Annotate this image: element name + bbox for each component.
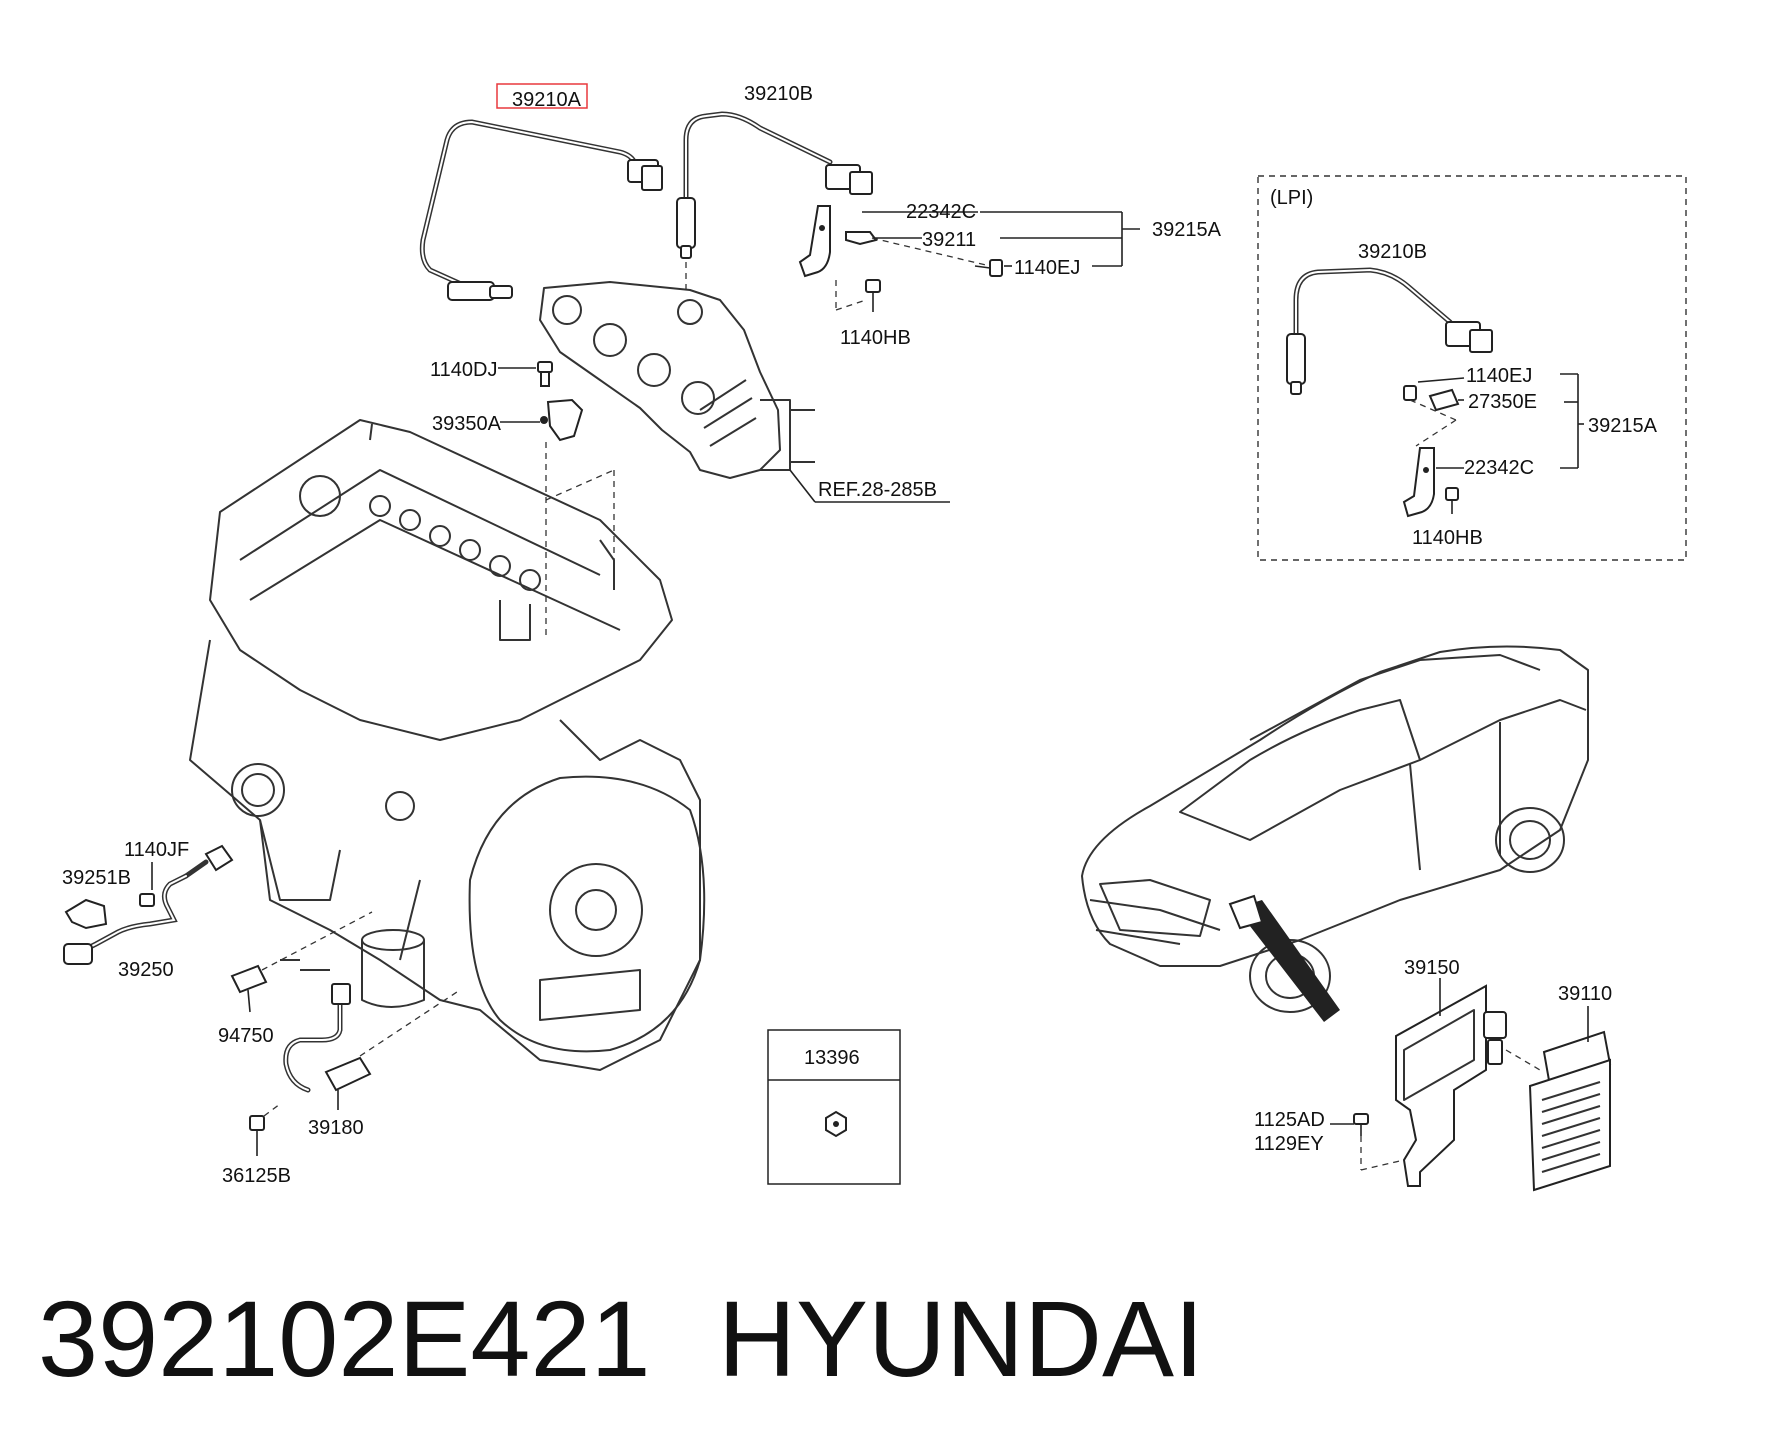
- lpi-label-1140hb[interactable]: 1140HB: [1412, 527, 1483, 549]
- label-36125b[interactable]: 36125B: [222, 1165, 291, 1187]
- label-39215a[interactable]: 39215A: [1152, 219, 1222, 241]
- leader-ecu: [1505, 1049, 1541, 1071]
- label-39180[interactable]: 39180: [308, 1117, 364, 1139]
- lpi-clip-27350e[interactable]: [1428, 388, 1460, 412]
- label-1140hb[interactable]: 1140HB: [840, 327, 911, 349]
- brand-name: HYUNDAI: [718, 1278, 1205, 1399]
- label-1140dj[interactable]: 1140DJ: [430, 359, 497, 381]
- label-ref[interactable]: REF.28-285B: [818, 479, 937, 501]
- label-39251b[interactable]: 39251B: [62, 867, 131, 889]
- ecu-connector[interactable]: [1483, 1011, 1507, 1065]
- oxygen-sensor-39210b[interactable]: [676, 111, 873, 259]
- lpi-bracket-22342c[interactable]: [1402, 447, 1435, 518]
- bracket-22342c[interactable]: [798, 205, 831, 278]
- label-1140jf[interactable]: 1140JF: [124, 839, 189, 861]
- part-number: 392102E421: [38, 1278, 651, 1399]
- lpi-label-1140ej[interactable]: 1140EJ: [1466, 365, 1532, 387]
- callout-ref: [789, 469, 816, 503]
- wire-harness-39250[interactable]: [63, 873, 189, 965]
- clip-39211[interactable]: [845, 231, 878, 246]
- lpi-section: [1257, 175, 1687, 561]
- lpi-bolt-1140hb[interactable]: [1445, 487, 1459, 514]
- leader-bracket-b: [835, 299, 867, 311]
- label-39350a[interactable]: 39350A: [432, 413, 502, 435]
- label-1129ey[interactable]: 1129EY: [1254, 1133, 1324, 1155]
- lpi-label-22342c[interactable]: 22342C: [1464, 457, 1534, 479]
- car-illustration: [1081, 645, 1589, 1022]
- ecu-bracket-39150[interactable]: [1395, 984, 1487, 1187]
- bracket-39251b[interactable]: [64, 898, 108, 930]
- lpi-bolt-1140ej[interactable]: [1403, 385, 1417, 401]
- ecu-module-39110[interactable]: [1528, 1030, 1612, 1192]
- label-94750[interactable]: 94750: [218, 1025, 274, 1047]
- sensor-1140jf[interactable]: [183, 844, 234, 879]
- label-39250[interactable]: 39250: [118, 959, 174, 981]
- engine-block: [189, 419, 706, 1071]
- map-sensor-39350a[interactable]: [540, 398, 584, 442]
- part-box-13396[interactable]: [767, 1029, 901, 1185]
- lpi-label-27350e[interactable]: 27350E: [1468, 391, 1537, 413]
- lpi-title: (LPI): [1270, 187, 1313, 209]
- lpi-label-39210b[interactable]: 39210B: [1358, 241, 1427, 263]
- crank-sensor-39180[interactable]: [283, 983, 372, 1093]
- leader-36125b: [263, 1103, 281, 1117]
- bolt-36125b[interactable]: [249, 1115, 265, 1156]
- label-1125ad[interactable]: 1125AD: [1254, 1109, 1325, 1131]
- bolt-1140ej[interactable]: [974, 259, 1003, 277]
- lpi-leader-a: [1409, 399, 1457, 421]
- leader-94750: [261, 911, 373, 971]
- highlight-box-39210a: [496, 83, 588, 109]
- bolt-1125ad[interactable]: [1353, 1113, 1369, 1136]
- leader-1125ad-b: [1360, 1159, 1405, 1171]
- leader-bolt-ej: [871, 237, 991, 267]
- label-39150[interactable]: 39150: [1404, 957, 1460, 979]
- lpi-oxygen-sensor-39210b[interactable]: [1286, 267, 1493, 395]
- label-39211[interactable]: 39211: [922, 229, 976, 251]
- lpi-label-39215a[interactable]: 39215A: [1588, 415, 1658, 437]
- oxygen-sensor-39210a[interactable]: [419, 119, 663, 301]
- lpi-callout-1140ej: [1417, 377, 1465, 383]
- label-22342c[interactable]: 22342C: [906, 201, 976, 223]
- leader-39180: [359, 989, 461, 1057]
- exhaust-manifold: [539, 281, 815, 479]
- label-39210b[interactable]: 39210B: [744, 83, 813, 105]
- oil-pressure-switch-94750[interactable]: [230, 964, 268, 1013]
- leader-head-a: [545, 469, 615, 501]
- label-39110[interactable]: 39110: [1558, 983, 1612, 1005]
- bolt-1140hb[interactable]: [865, 279, 881, 312]
- label-13396[interactable]: 13396: [804, 1047, 860, 1069]
- lpi-leader-b: [1415, 419, 1457, 447]
- label-1140ej[interactable]: 1140EJ: [1014, 257, 1080, 279]
- label-39210a[interactable]: 39210A: [512, 89, 582, 111]
- bolt-1140dj[interactable]: [537, 361, 553, 387]
